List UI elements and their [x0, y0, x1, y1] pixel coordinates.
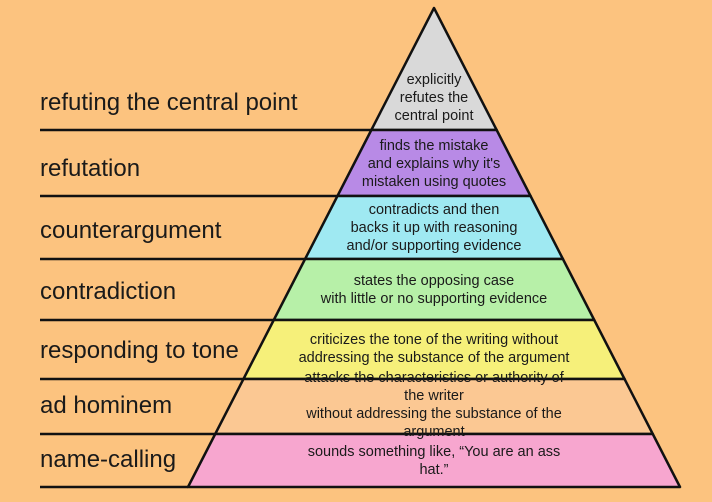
tier-description-responding-to-tone: criticizes the tone of the writing witho… — [298, 332, 570, 366]
tier-description-name-calling: sounds something like, “You are an ass h… — [307, 444, 561, 478]
level-label-counterargument: counterargument — [40, 217, 222, 244]
level-label-ad-hominem: ad hominem — [40, 392, 173, 419]
pyramid-tier-name-calling — [186, 432, 682, 489]
tier-description-refuting-central-point: explicitly refutes the central point — [394, 72, 474, 124]
tier-description-contradiction: states the opposing case with little or … — [320, 273, 548, 307]
level-label-contradiction: contradiction — [40, 278, 177, 305]
tier-description-counterargument: contradicts and then backs it up with re… — [346, 202, 522, 254]
tier-description-refutation: finds the mistake and explains why it's … — [361, 138, 507, 190]
level-label-responding-to-tone: responding to tone — [40, 337, 239, 364]
level-label-refuting-central-point: refuting the central point — [40, 89, 298, 116]
tier-description-ad-hominem: attacks the characteristics or authority… — [304, 370, 564, 440]
level-label-name-calling: name-calling — [40, 446, 177, 473]
level-label-refutation: refutation — [40, 155, 141, 182]
